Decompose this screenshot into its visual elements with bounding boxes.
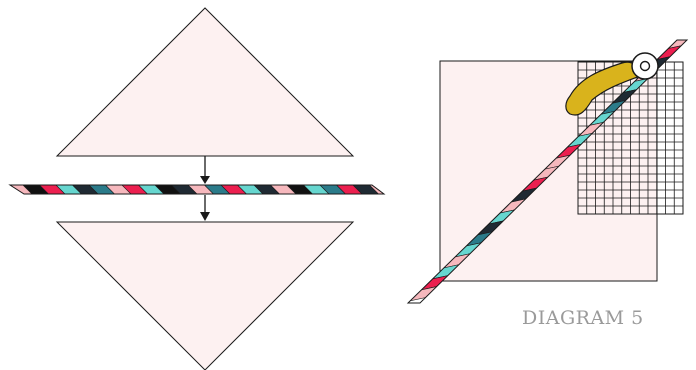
arrow-down-icon [200, 195, 210, 221]
diagram-caption: DIAGRAM 5 [522, 307, 644, 329]
fabric-triangle-bottom [57, 222, 353, 370]
strip-piece [386, 185, 412, 194]
strip-piece [400, 286, 439, 303]
pieced-strip-horizontal [0, 185, 412, 194]
fabric-triangle-top [57, 8, 353, 156]
arrow-down-icon [200, 156, 210, 184]
